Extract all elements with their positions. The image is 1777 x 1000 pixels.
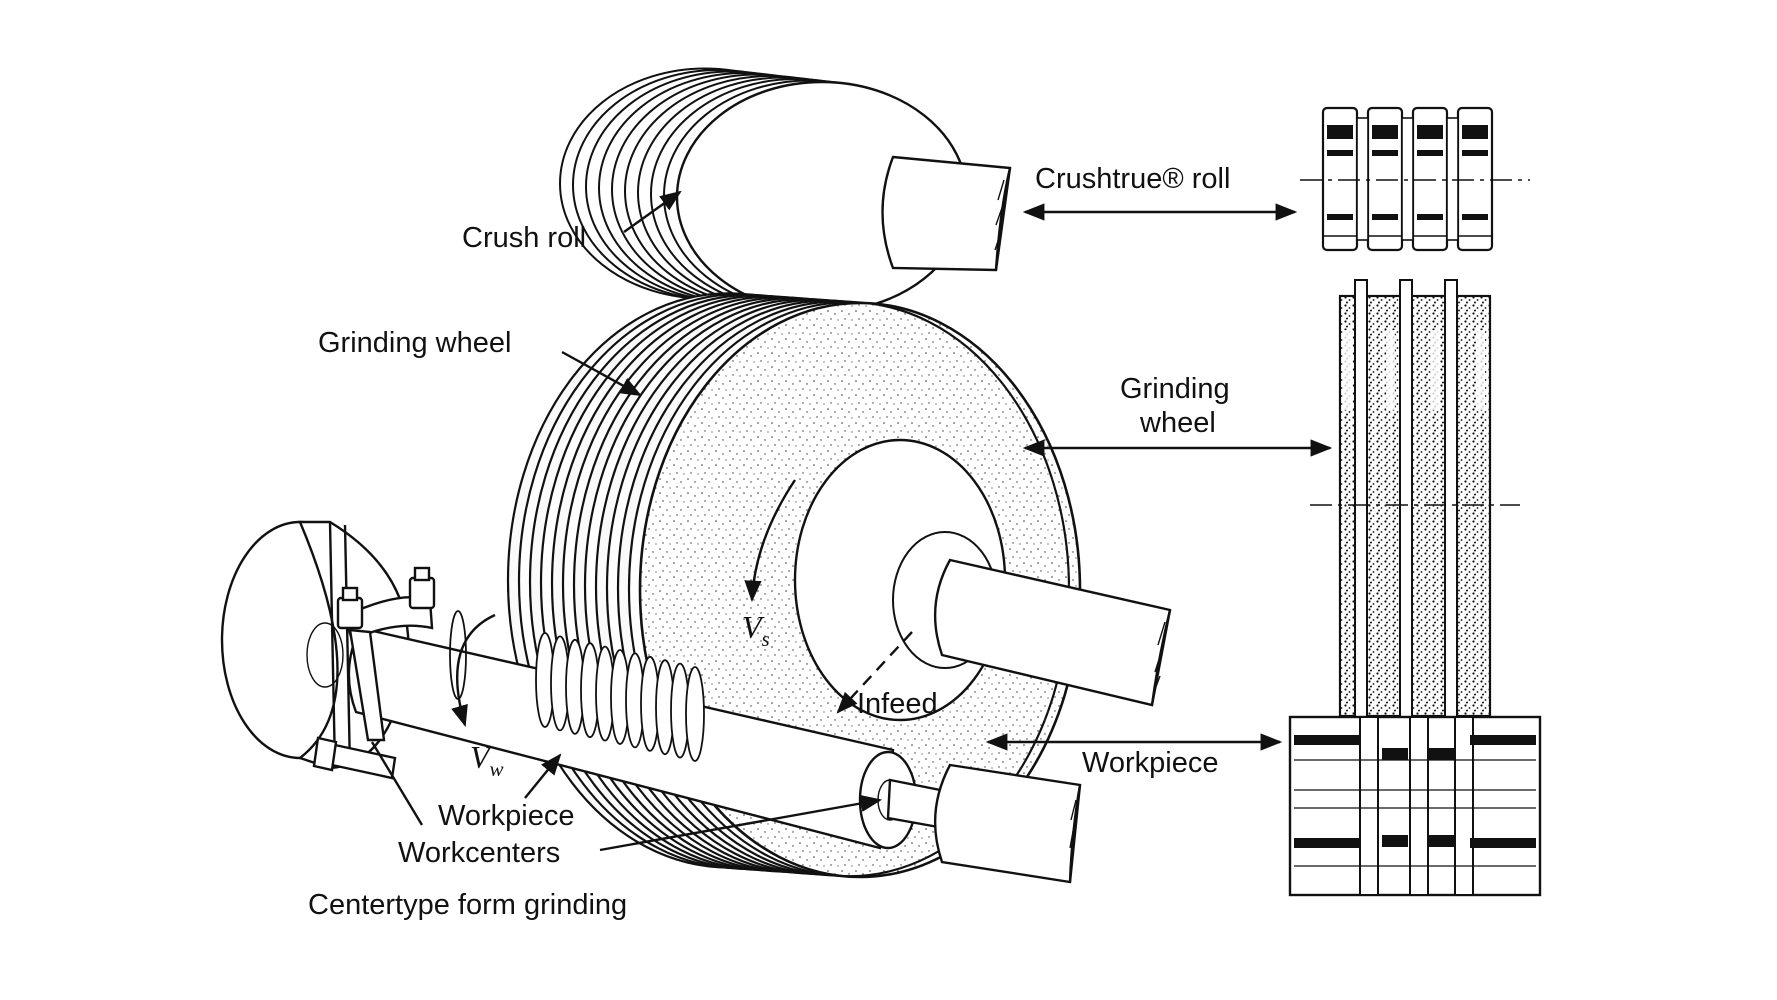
caption: Centertype form grinding [308,889,627,921]
vw-arrow [451,613,496,728]
crushtrue-band [1372,150,1398,156]
workpiece-label-left: Workpiece [438,800,574,832]
crush-roll-shaft [881,155,1012,272]
crush-roll [559,67,1012,314]
crushtrue-band [1327,150,1353,156]
crushtrue-band [1462,125,1488,139]
workpiece-section [1288,715,1542,897]
crushtrue-band [1462,214,1488,220]
workpiece-assembly [220,520,1082,884]
vs-label: Vs [742,609,770,651]
lathe-dog [312,566,436,780]
workcenters-label: Workcenters [398,837,560,869]
crushtrue-gap [1446,117,1459,241]
wheel-section-light [1431,330,1440,410]
workpiece-band [1294,838,1360,848]
wheel-section-light [1386,330,1395,410]
crushtrue-band [1417,214,1443,220]
vs-arrow [744,479,796,603]
crushtrue-band [1372,125,1398,139]
crush-roll-label: Crush roll [462,222,586,254]
crush-roll-leader [623,190,682,233]
crushtrue-gap [1356,117,1369,241]
tailstock-shaft [933,763,1082,884]
workpiece-band [1428,835,1454,847]
workpiece-band [1294,735,1360,745]
crushtrue-gap [1401,117,1414,241]
grinding-wheel-label-right-1: Grinding [1120,373,1230,405]
wheel-section-rib [1354,279,1368,721]
crushtrue-band [1417,125,1443,139]
workcenters-leader [599,794,883,852]
workcenters-leader-left [370,741,424,826]
infeed-arrow [836,631,913,714]
workpiece-groove [685,666,705,762]
workpiece-leader-left [524,753,562,799]
grinding-wheel-section [1310,279,1520,721]
workpiece-band [1470,735,1536,745]
workpiece-band [1428,748,1454,760]
crushtrue-band [1327,125,1353,139]
wheel-section-rib [1444,279,1458,721]
vw-label: Vw [470,739,504,781]
workpiece-section-groove [1454,716,1474,896]
crushtrue-band [1327,214,1353,220]
section-view [1288,106,1542,897]
workpiece-section-groove [1409,716,1429,896]
infeed-label: Infeed [857,688,938,720]
crushtrue-band [1372,214,1398,220]
wheel-section-light [1344,330,1353,410]
workpiece-band [1382,835,1408,847]
workpiece-band [1382,748,1408,760]
workpiece-section-groove [1359,716,1379,896]
workpiece-label-right: Workpiece [1082,747,1218,779]
crushtrue-band [1417,150,1443,156]
grinding-wheel-leader-left [561,350,642,397]
wheel-shaft [933,558,1172,707]
workpiece-band [1470,838,1536,848]
crushtrue-band [1462,150,1488,156]
grinding-wheel-label-left: Grinding wheel [318,327,511,359]
wheel-section-light [1476,330,1485,410]
wheel-section-rib [1399,279,1413,721]
grinding-wheel-label-right-2: wheel [1139,407,1216,439]
crushtrue-roll-label: Crushtrue® roll [1035,163,1230,195]
crushtrue-roll-section [1300,106,1530,252]
